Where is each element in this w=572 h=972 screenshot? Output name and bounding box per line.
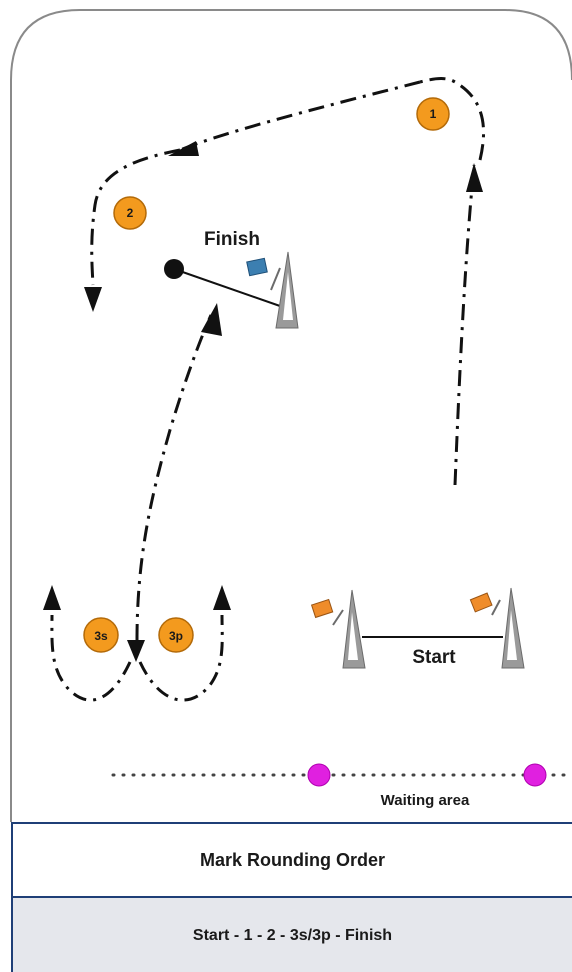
- arrow-up-start-to-1: [466, 163, 483, 192]
- arrow-down-gate: [127, 640, 145, 662]
- arrow-up-3s: [43, 585, 61, 610]
- course-path-3-to-finish: [135, 314, 213, 641]
- mark-3p: 3p: [158, 617, 194, 653]
- waiting-area-marker-right: [523, 763, 547, 787]
- start-pin-boat: [310, 589, 366, 669]
- course-path-start-to-1: [453, 164, 476, 486]
- arrow-down-2: [84, 287, 102, 312]
- course-area-border: [10, 9, 572, 822]
- arrow-up-3p: [213, 585, 231, 610]
- waiting-area-label: Waiting area: [381, 792, 470, 809]
- course-path-rounding-1: [419, 77, 486, 161]
- course-path-1-to-2: [179, 80, 421, 152]
- mark-3s: 3s: [83, 617, 119, 653]
- start-committee-boat: [469, 587, 525, 669]
- arrow-up-finish: [201, 303, 222, 336]
- waiting-area-marker-left: [307, 763, 331, 787]
- course-path-rounding-3p: [138, 614, 224, 702]
- mark-2-label: 2: [127, 206, 134, 220]
- mark-1: 1: [416, 97, 450, 131]
- table-header: Mark Rounding Order: [13, 824, 572, 898]
- mark-rounding-table: Mark Rounding Order Start - 1 - 2 - 3s/3…: [11, 822, 572, 972]
- finish-flag: [246, 257, 268, 277]
- mark-2: 2: [113, 196, 147, 230]
- rounding-order-row: Start - 1 - 2 - 3s/3p - Finish: [13, 898, 572, 972]
- course-path-rounding-2: [90, 148, 181, 286]
- finish-label: Finish: [204, 229, 260, 250]
- finish-pin-buoy: [164, 259, 184, 279]
- mark-1-label: 1: [430, 107, 437, 121]
- start-committee-flag: [469, 592, 493, 613]
- finish-committee-boat: [246, 251, 299, 329]
- mark-3s-label: 3s: [94, 629, 108, 643]
- mark-3p-label: 3p: [169, 629, 183, 643]
- finish-line: [173, 268, 281, 307]
- start-pin-flag: [310, 598, 334, 619]
- course-path-rounding-3s: [50, 614, 132, 702]
- arrow-left-1-to-2: [168, 141, 199, 156]
- start-label: Start: [412, 647, 456, 668]
